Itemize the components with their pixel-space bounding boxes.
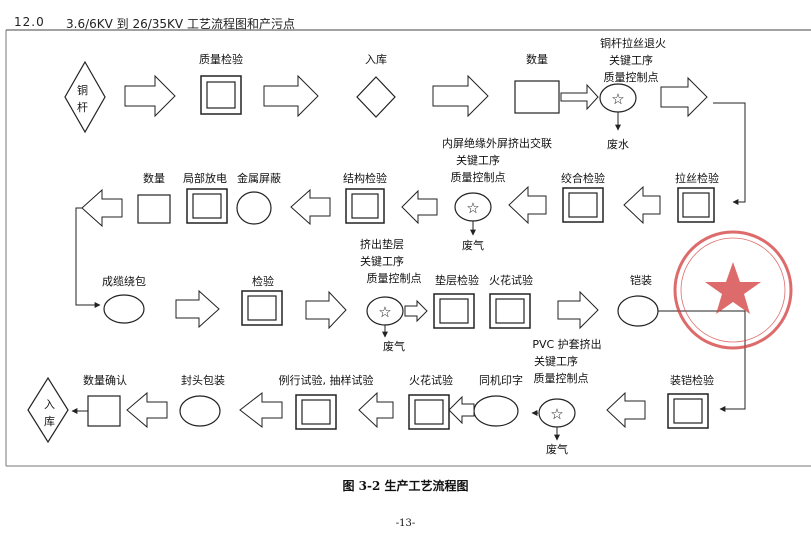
flow-arrow-r1-3 xyxy=(432,74,489,118)
extrusion-label: 内屏绝缘外屏挤出交联 xyxy=(442,136,552,150)
flow-arrow-r1-1 xyxy=(124,74,176,118)
flow-arrow-r4-4 xyxy=(358,391,394,429)
cabling-node xyxy=(103,294,145,324)
extrusion-key-process: 关键工序 xyxy=(456,153,500,167)
quantity-label-2: 数量 xyxy=(143,172,165,185)
waste-gas-label-1: 废气 xyxy=(462,238,484,252)
quantity-confirm-box xyxy=(87,395,121,427)
annealing-label: 铜杆拉丝退火 xyxy=(600,36,666,50)
pvc-key-process: 关键工序 xyxy=(534,354,578,368)
waste-gas-label-3: 废气 xyxy=(546,442,568,456)
inspection-inner xyxy=(247,295,277,321)
bedding-check-label: 垫层检验 xyxy=(435,273,479,287)
connector-r1-r2 xyxy=(713,102,746,205)
bedding-key-process: 关键工序 xyxy=(360,254,404,268)
structure-check-label: 结构检验 xyxy=(343,171,387,185)
flow-arrow-r1-2 xyxy=(263,74,319,118)
extrusion-quality-point: 质量控制点 xyxy=(451,170,506,184)
storage-out-label-2: 库 xyxy=(44,415,55,428)
company-seal xyxy=(673,230,793,350)
connector-r3-r4 xyxy=(658,310,746,412)
routine-test-label: 例行试验, 抽样试验 xyxy=(279,373,374,387)
armor-check-inner xyxy=(673,398,703,424)
cabling-label: 成缆绕包 xyxy=(102,275,146,288)
flow-arrow-r3-2 xyxy=(305,290,347,330)
bedding-check-inner xyxy=(439,298,469,324)
armoring-node xyxy=(617,295,659,327)
seal-star-icon xyxy=(705,262,761,314)
routine-test-inner xyxy=(301,399,331,425)
sync-print-node xyxy=(473,395,519,427)
bedding-label: 挤出垫层 xyxy=(360,237,404,251)
control-point-star-icon: ☆ xyxy=(466,199,479,217)
storage-in-label: 入库 xyxy=(365,53,387,66)
flow-arrow-r2-4 xyxy=(290,188,331,226)
copper-rod-diamond xyxy=(64,60,106,134)
pvc-extrusion-label: PVC 护套挤出 xyxy=(532,337,601,351)
metal-shield-node xyxy=(236,191,272,225)
spark-test-inner-2 xyxy=(414,399,444,425)
quality-check-label: 质量检验 xyxy=(199,52,243,66)
armor-check-label: 装铠检验 xyxy=(670,373,714,387)
drawing-check-inner xyxy=(682,192,710,218)
page-header-title: 3.6/6KV 到 26/35KV 工艺流程图和产污点 xyxy=(66,17,295,31)
inspection-label: 检验 xyxy=(252,274,274,288)
flow-arrow-r4-5 xyxy=(239,391,283,429)
waste-water-label: 废水 xyxy=(607,137,629,151)
partial-discharge-label: 局部放电 xyxy=(183,171,227,185)
copper-rod-label-2: 杆 xyxy=(77,100,88,114)
flow-arrow-r2-2 xyxy=(508,185,547,225)
flow-arrow-r1-4 xyxy=(560,83,599,111)
drawing-check-label: 拉丝检验 xyxy=(675,171,719,185)
section-number: 12.0 xyxy=(14,15,45,29)
storage-in-diamond xyxy=(356,76,396,118)
flow-arrow-r4-1 xyxy=(606,391,646,429)
flow-arrow-r2-3 xyxy=(401,189,438,225)
figure-caption: 图 3-2 生产工艺流程图 xyxy=(342,479,469,493)
flow-arrow-r4-3 xyxy=(448,395,475,425)
metal-shield-label: 金属屏蔽 xyxy=(237,171,281,185)
flow-arrow-r3-1 xyxy=(175,289,220,329)
flow-arrow-r2-5 xyxy=(81,188,123,228)
page-number: -13- xyxy=(395,518,416,529)
control-point-star-icon: ☆ xyxy=(611,90,624,108)
seal-pack-label: 封头包装 xyxy=(181,373,225,387)
flow-arrow-r1-5 xyxy=(660,76,708,118)
pvc-quality-point: 质量控制点 xyxy=(534,371,589,385)
stranding-check-label: 绞合检验 xyxy=(561,171,605,185)
annealing-quality-point: 质量控制点 xyxy=(604,70,659,84)
spark-test-inner-1 xyxy=(495,298,525,324)
quantity-confirm-label: 数量确认 xyxy=(83,374,127,387)
annealing-key-process: 关键工序 xyxy=(609,53,653,67)
bedding-quality-point: 质量控制点 xyxy=(367,271,422,285)
spark-test-label-2: 火花试验 xyxy=(409,373,453,387)
connector-r2-r3 xyxy=(75,207,101,308)
storage-out-label-1: 入 xyxy=(44,398,55,411)
copper-rod-label-1: 铜 xyxy=(77,83,88,97)
partial-discharge-inner xyxy=(192,193,222,219)
flow-arrow-r3-4 xyxy=(557,290,599,330)
quality-check-inner xyxy=(206,81,236,109)
control-point-star-icon: ☆ xyxy=(378,303,391,321)
storage-out-diamond xyxy=(27,376,69,444)
sync-print-label: 同机印字 xyxy=(479,373,523,387)
spark-test-label-1: 火花试验 xyxy=(489,273,533,287)
flow-arrow-r3-3 xyxy=(404,299,428,323)
quantity-box-2 xyxy=(137,194,171,224)
waste-gas-label-2: 废气 xyxy=(383,339,405,353)
seal-pack-node xyxy=(179,395,221,427)
stranding-check-inner xyxy=(568,192,598,218)
quantity-label: 数量 xyxy=(526,53,548,66)
control-point-star-icon: ☆ xyxy=(550,405,563,423)
structure-check-inner xyxy=(351,193,379,219)
armoring-label: 铠装 xyxy=(630,273,652,287)
flow-arrow-r2-1 xyxy=(623,185,661,225)
flow-arrow-r4-6 xyxy=(126,391,168,429)
quantity-box xyxy=(514,80,560,114)
